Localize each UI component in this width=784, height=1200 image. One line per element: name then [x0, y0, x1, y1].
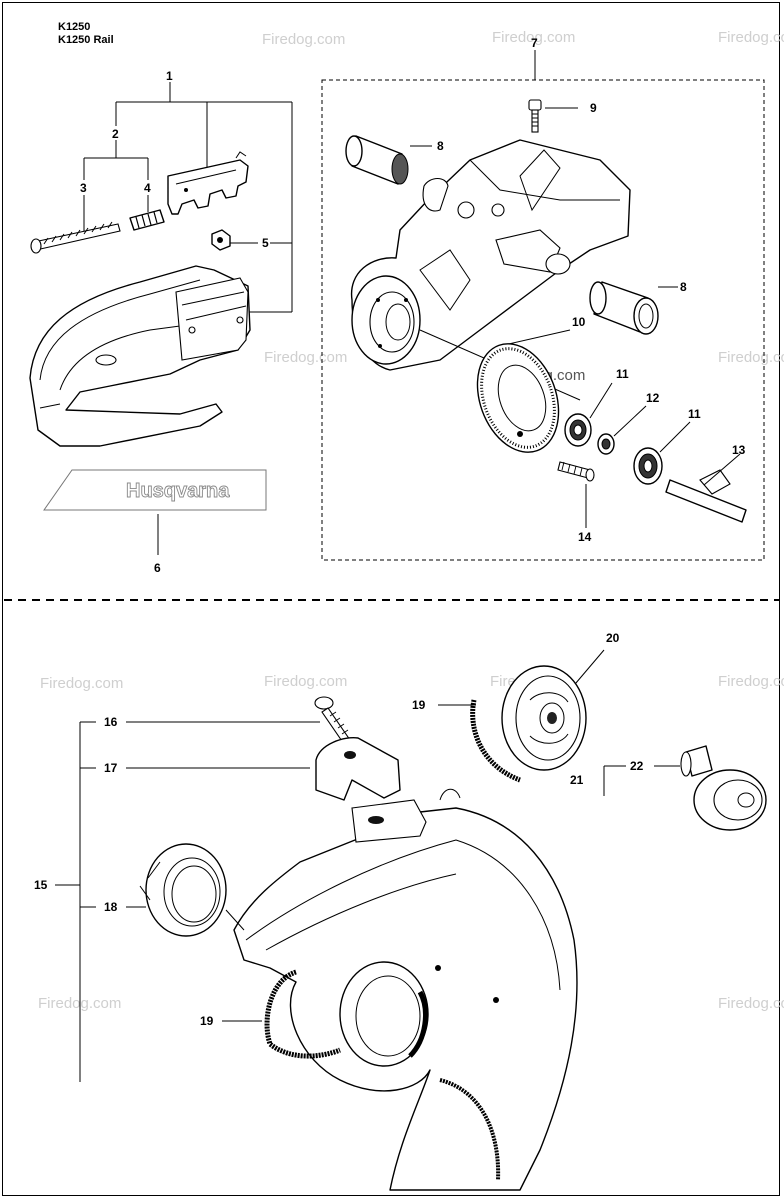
callout-1: 1 [166, 69, 173, 83]
part-5-nut [211, 229, 231, 251]
part-8-sleeve-lower [589, 281, 678, 335]
callout-22: 22 [630, 759, 644, 773]
part-8-sleeve-upper [345, 135, 432, 185]
part-11-bearing-1 [564, 382, 613, 447]
watermark: Firedog.com [264, 673, 347, 690]
part-4-spring [129, 209, 165, 231]
part-14-screw [557, 461, 595, 528]
part-7-group-frame [321, 79, 765, 561]
watermark: Firedog.com [718, 995, 784, 1012]
callout-3: 3 [80, 181, 87, 195]
watermark: Firedog.com [262, 31, 345, 48]
callout-13: 13 [732, 443, 746, 457]
callout-21: 21 [570, 773, 584, 787]
callout-19-lower: 19 [200, 1014, 214, 1028]
model-name-rail: K1250 Rail [58, 34, 114, 46]
part-16-screw [314, 696, 351, 745]
part-11-bearing-2 [633, 421, 691, 485]
callout-20: 20 [606, 631, 620, 645]
watermark: Firedog.com [718, 673, 784, 690]
main-blade-guard [233, 788, 578, 1191]
callout-6: 6 [154, 561, 161, 575]
part-17-block [315, 737, 401, 801]
part-12-spacer [597, 405, 647, 455]
part-19-belt-upper [470, 699, 521, 783]
part-2-bracket [167, 151, 249, 215]
callout-numbers: 1 2 3 4 5 6 7 8 8 9 10 11 11 12 13 14 15… [34, 36, 746, 1028]
callout-7: 7 [531, 36, 538, 50]
part-20-pulley [501, 665, 587, 771]
callout-11-lower: 11 [688, 407, 701, 421]
callout-14: 14 [578, 530, 592, 544]
callout-9: 9 [590, 101, 597, 115]
part-13-shaft [665, 453, 747, 523]
callout-19-upper: 19 [412, 698, 426, 712]
model-name: K1250 [58, 21, 91, 33]
part-3-screw [30, 221, 121, 254]
callout-8-upper: 8 [437, 139, 444, 153]
cutting-arm-housing [350, 139, 631, 371]
part-22-bushing [680, 745, 713, 777]
callout-5: 5 [262, 236, 269, 250]
blade-guard-cover [29, 265, 251, 447]
callout-lines-15 [55, 649, 680, 1082]
callout-17: 17 [104, 761, 118, 775]
husqvarna-logo-text: Husqvarna [126, 480, 230, 502]
watermark: Firedog.com [264, 349, 347, 366]
watermark: Firedog.com [718, 349, 784, 366]
callout-10: 10 [572, 315, 586, 329]
part-21-pulley [693, 769, 767, 831]
callout-18: 18 [104, 900, 118, 914]
callout-2: 2 [112, 127, 119, 141]
callout-8-lower: 8 [680, 280, 687, 294]
watermark: Firedog.com [718, 29, 784, 46]
part-19-belt-lower [264, 969, 341, 1059]
assembly-axis-line [225, 909, 245, 931]
callout-4: 4 [144, 181, 151, 195]
callout-lines-1 [83, 82, 293, 555]
part-9-bolt [528, 99, 578, 133]
watermark: Firedog.com [492, 29, 575, 46]
part-6-brand-label: Husqvarna [43, 469, 267, 511]
callout-15: 15 [34, 878, 48, 892]
callout-11-upper: 11 [616, 367, 629, 381]
part-10-scale-ring [476, 343, 560, 453]
watermark: Firedog.com [40, 675, 123, 692]
callout-12: 12 [646, 391, 660, 405]
part-18-ring [139, 843, 227, 937]
callout-16: 16 [104, 715, 118, 729]
